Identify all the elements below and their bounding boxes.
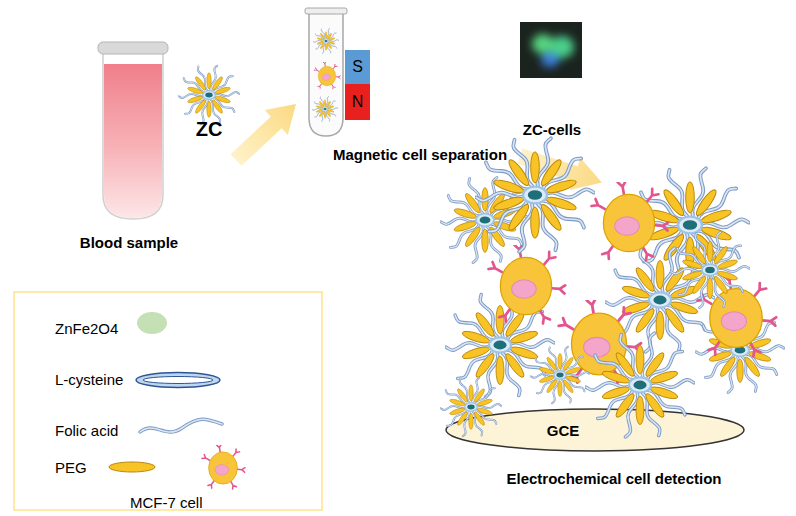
fluorescence-image (520, 22, 582, 78)
magnet-pole: N (345, 84, 370, 120)
l-cysteine-sample (136, 373, 220, 388)
cell-sample (202, 444, 245, 489)
step-label: Magnetic cell separation (333, 146, 507, 163)
legend-box (14, 292, 322, 510)
legend-label: PEG (55, 459, 87, 476)
folic-acid-sample (140, 419, 222, 432)
material-label: ZC (196, 118, 223, 141)
zc-particle (179, 65, 240, 125)
legend-label: L-cysteine (55, 371, 123, 388)
process-arrow (224, 92, 307, 173)
peg-sample (109, 462, 155, 472)
sample-label: Blood sample (80, 234, 178, 251)
test-tube (305, 8, 347, 136)
zinc-ferrite-sample (137, 312, 167, 334)
node-label: S (352, 58, 363, 76)
blood-tube (98, 42, 168, 219)
node-label: GCE (547, 422, 580, 439)
magnet-pole: S (345, 50, 370, 84)
image-label: ZC-cells (523, 121, 581, 138)
legend-label: Folic acid (55, 422, 118, 439)
legend-label: ZnFe2O4 (55, 320, 118, 337)
step-label: Electrochemical cell detection (506, 470, 721, 487)
legend-label: MCF-7 cell (130, 494, 203, 511)
node-label: N (352, 93, 364, 111)
